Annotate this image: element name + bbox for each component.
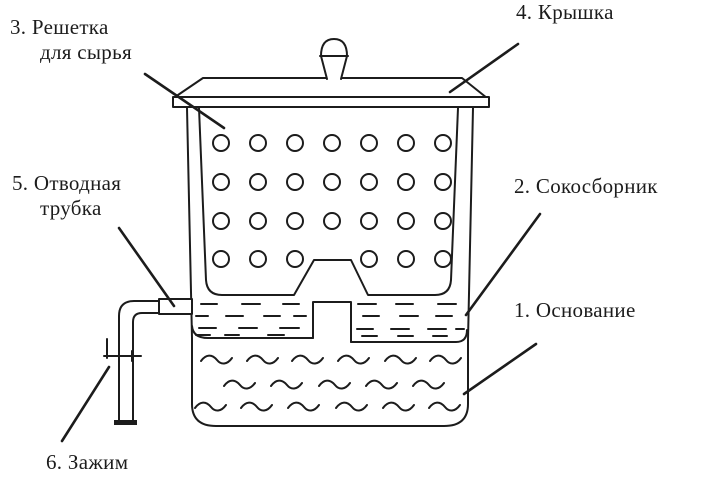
tube-clamp — [103, 338, 142, 362]
leader-lines — [60, 42, 542, 443]
callout-grate: 3. Решетка для сырья — [10, 15, 132, 65]
leader-lid — [448, 42, 520, 94]
leader-collector — [464, 212, 542, 317]
lid-rim — [172, 96, 490, 108]
callout-collector-text: 2. Сокосборник — [514, 174, 658, 198]
callout-outlet-tube-line2: трубка — [40, 196, 102, 220]
grate-basket-outline — [198, 107, 459, 296]
callout-clamp: 6. Зажим — [46, 450, 128, 475]
callout-lid: 4. Крышка — [516, 0, 614, 25]
leader-grate — [143, 72, 226, 130]
leader-outlet-tube — [117, 226, 176, 308]
juice-level-dashes — [195, 303, 465, 337]
callout-base: 1. Основание — [514, 298, 636, 323]
outlet-tube — [114, 298, 193, 425]
callout-collector: 2. Сокосборник — [514, 174, 658, 199]
leader-base — [462, 342, 538, 396]
lid-knob — [319, 38, 349, 80]
callout-base-text: 1. Основание — [514, 298, 636, 322]
grate-perforations — [212, 134, 452, 268]
callout-grate-line2: для сырья — [40, 40, 132, 64]
callout-clamp-text: 6. Зажим — [46, 450, 129, 474]
callout-outlet-tube: 5. Отводная трубка — [12, 171, 121, 221]
lid-outline — [174, 77, 488, 99]
callout-lid-text: 4. Крышка — [516, 0, 614, 24]
leader-clamp — [60, 365, 111, 443]
water-waves — [194, 354, 462, 412]
base-pot-outline — [186, 107, 474, 427]
callout-outlet-tube-line1: 5. Отводная — [12, 171, 122, 195]
callout-grate-line1: 3. Решетка — [10, 15, 109, 39]
